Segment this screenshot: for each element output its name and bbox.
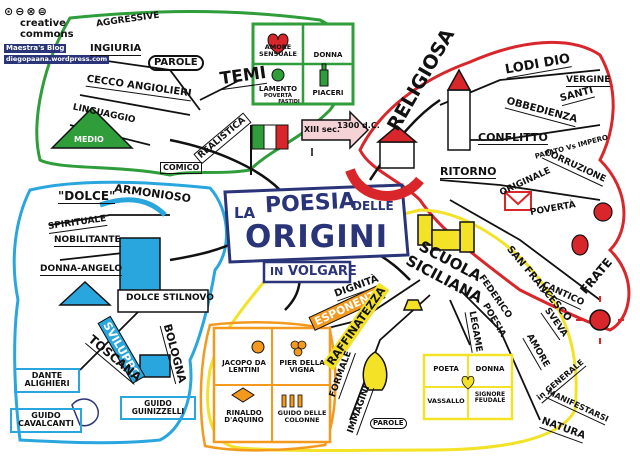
heart-small-icon	[461, 375, 475, 390]
panel-poverta: POVERTÀ	[263, 93, 293, 99]
violin-icon	[571, 234, 589, 256]
connector-temi	[169, 138, 281, 191]
guido-c-box: GUIDO CAVALCANTI	[10, 408, 82, 433]
branch-sic-3	[459, 289, 541, 421]
center-origini: ORIGINI	[245, 219, 389, 255]
sun-icon	[576, 296, 624, 344]
center-la: LA	[234, 204, 256, 222]
temi-region-outline	[35, 10, 353, 177]
panel-lamento: LAMENTO	[258, 85, 298, 93]
heart-icon	[267, 33, 289, 55]
dolce-stilnovo: DOLCE STILNOVO	[126, 293, 214, 303]
guido-g-line1: GUIDO	[144, 399, 172, 408]
dolce-quote: "DOLCE"	[58, 189, 116, 204]
guido-g-box: GUIDO GUINIZZELLI	[120, 396, 196, 420]
branch-temi-4	[199, 79, 241, 101]
envelope-icon	[504, 191, 532, 211]
dolce-region-outline	[12, 180, 228, 445]
blog-url[interactable]: diegopaana.wordpress.com	[4, 55, 110, 64]
sic-parole: PAROLE	[370, 418, 407, 429]
dolce-donna-angelo: DONNA-ANGELO	[40, 264, 122, 276]
timeline-arrow-icon	[301, 110, 370, 156]
religiosa-ritorno: RITORNO	[440, 165, 497, 179]
temi-parole: PAROLE	[148, 55, 204, 71]
church-icon	[375, 68, 472, 169]
branch-dolce-1	[49, 214, 170, 226]
temi-comico: COMICO	[160, 162, 203, 174]
cc-license-icons: ⊙⊖⊗⊜	[4, 5, 49, 18]
medio-triangle-icon	[50, 106, 134, 149]
temi-medio: MEDIO	[74, 135, 104, 144]
sec-range: XIII sec.	[304, 125, 340, 134]
eagle-icon	[231, 387, 255, 403]
crescent-icon	[345, 168, 424, 201]
coin-icon	[271, 68, 285, 82]
wine-bottle-icon	[319, 63, 329, 87]
religiosa-conflitto: CONFLITTO	[478, 131, 548, 145]
esp-jacopo: JACOPO DA LENTINI	[222, 359, 266, 375]
branch-religiosa-3	[439, 179, 601, 201]
snail-icon	[251, 340, 265, 354]
money-bag-icon	[593, 202, 613, 222]
panel-donna: DONNA	[313, 51, 343, 59]
columns-icon	[281, 394, 303, 408]
trumpet-icon	[99, 197, 167, 217]
esponenti-region-outline	[199, 321, 337, 452]
esp-rinaldo: RINALDO D'AQUINO	[224, 409, 264, 425]
unicorn-icon	[71, 398, 99, 427]
branch-temi-2	[79, 94, 191, 116]
italian-flag-icon	[250, 124, 289, 175]
grapes-icon	[290, 340, 307, 357]
vas-poeta: POETA	[433, 365, 459, 373]
castle-icon	[417, 214, 475, 253]
vas-donna: DONNA	[475, 365, 505, 373]
panel-fastidi: FASTIDI	[278, 99, 300, 105]
dante-line2: ALIGHIERI	[24, 379, 70, 389]
guido-c-line2: CAVALCANTI	[18, 419, 74, 429]
stilnovo-tower-icon	[117, 237, 209, 313]
guido-g-line2: GUINIZZELLI	[131, 406, 185, 416]
center-in: IN	[270, 265, 284, 278]
in-volgare-frame	[262, 260, 352, 284]
panel-amore: AMORE SENSUALE	[259, 43, 297, 58]
temi-ingiuria: INGIURIA	[90, 43, 142, 56]
cc-line2: commons	[20, 29, 74, 40]
center-delle: DELLE	[352, 199, 394, 213]
pen-icon	[402, 299, 424, 311]
esp-guido-col: GUIDO DELLE COLONNE	[277, 409, 327, 424]
center-title-frame	[223, 183, 410, 264]
dolce-nobilitante: NOBILITANTE	[54, 235, 121, 247]
siciliana-region-outline	[206, 208, 578, 452]
mountain-icon	[58, 280, 112, 306]
dante-line1: DANTE	[31, 371, 63, 380]
dante-box: DANTE ALIGHIERI	[14, 368, 80, 393]
guido-c-line1: GUIDO	[31, 411, 61, 420]
vas-vassallo: VASSALLO	[427, 397, 465, 405]
blog-title[interactable]: Maestra's Blog	[4, 44, 67, 53]
religiosa-vergine: VERGINE	[566, 75, 611, 87]
panel-piaceri: PIACERI	[312, 89, 344, 97]
vase-icon	[362, 351, 388, 391]
cc-line1: creative	[20, 18, 66, 29]
branch-sic-4	[449, 299, 471, 346]
center-poesia: POESIA	[264, 188, 357, 219]
year-label: 1300 d.C.	[337, 121, 380, 130]
center-volgare: VOLGARE	[288, 264, 357, 279]
esp-pier: PIER DELLA VIGNA	[279, 359, 325, 375]
vas-signore: SIGNORE FEUDALE	[474, 391, 506, 405]
branch-religiosa-4	[449, 199, 601, 301]
esponenti-panel	[212, 326, 332, 444]
